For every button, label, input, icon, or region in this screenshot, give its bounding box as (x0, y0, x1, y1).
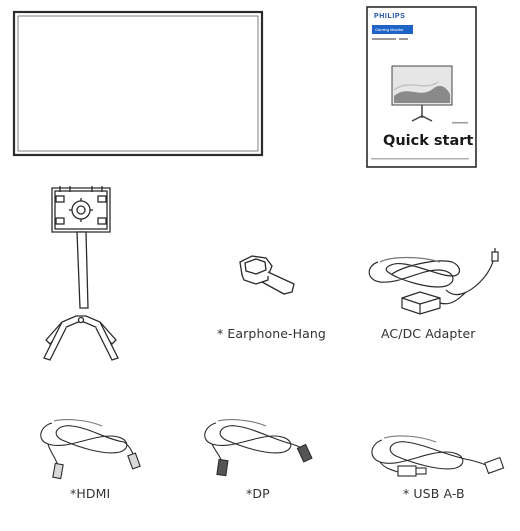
booklet-band: Gaming Monitor (372, 25, 413, 34)
quick-start-title: Quick start (383, 133, 474, 149)
dp-label: *DP (246, 486, 270, 501)
booklet-band-text: Gaming Monitor (375, 27, 404, 32)
adapter-label: AC/DC Adapter (381, 326, 476, 341)
earphone-hang-label: * Earphone-Hang (217, 326, 326, 341)
philips-logo: PHILIPS (374, 13, 406, 20)
hdmi-label: *HDMI (70, 486, 111, 501)
usb-label: * USB A-B (403, 486, 465, 501)
